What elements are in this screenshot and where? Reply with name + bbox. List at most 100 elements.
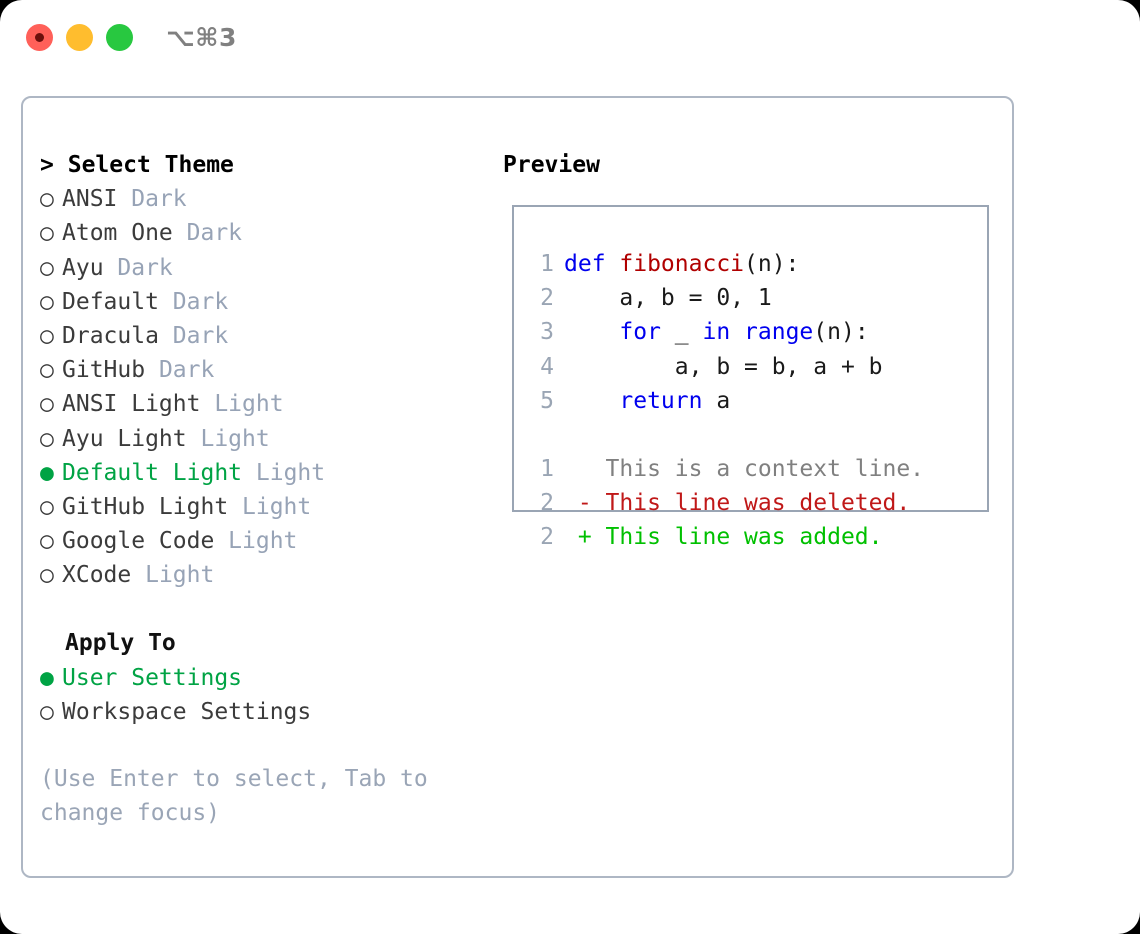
code-line-number: 1 <box>540 251 554 277</box>
theme-list-title: Select Theme <box>67 152 234 178</box>
theme-variant-tag: Light <box>200 425 270 452</box>
minimize-button[interactable] <box>66 24 93 51</box>
code-line: 5 return a <box>528 384 883 418</box>
keyboard-shortcut-label: ⌥⌘3 <box>166 23 237 52</box>
apply-to-option-user-settings[interactable]: ● User Settings <box>40 661 495 695</box>
radio-unselected-icon: ○ <box>40 698 54 725</box>
theme-variant-tag: Dark <box>186 220 243 247</box>
code-token <box>730 319 744 345</box>
close-button[interactable] <box>26 24 53 51</box>
diff-line: 1 This is a context line. <box>528 452 924 486</box>
theme-option-default[interactable]: ○ Default Dark <box>40 285 495 319</box>
theme-picker-panel: > Select Theme ○ANSI Dark○Atom One Dark○… <box>21 96 1014 878</box>
preview-title: Preview <box>503 152 600 178</box>
code-token: (n): <box>813 319 869 346</box>
theme-variant-tag: Dark <box>172 322 229 349</box>
theme-option-label: Ayu <box>62 254 118 281</box>
diff-line-text: - This line was deleted. <box>564 490 911 517</box>
theme-option-ayu[interactable]: ○ Ayu Dark <box>40 251 495 285</box>
radio-unselected-icon: ○ <box>40 186 54 213</box>
code-line-number: 4 <box>540 353 554 380</box>
theme-variant-tag: Light <box>214 391 284 418</box>
code-line: 2 a, b = 0, 1 <box>528 281 883 315</box>
theme-option-xcode[interactable]: ○ XCode Light <box>40 558 495 592</box>
theme-option-label: Dracula <box>62 322 173 349</box>
list-spacer <box>40 592 495 626</box>
theme-variant-tag: Light <box>145 562 215 589</box>
code-token: a <box>702 387 731 414</box>
theme-option-dracula[interactable]: ○ Dracula Dark <box>40 319 495 353</box>
code-line-number: 2 <box>540 285 554 312</box>
radio-unselected-icon: ○ <box>40 357 54 384</box>
theme-option-label: Ayu Light <box>62 425 201 452</box>
theme-option-label: Default Light <box>62 459 256 486</box>
theme-option-label: GitHub <box>62 357 159 384</box>
code-token: fibonacci <box>619 251 745 277</box>
radio-unselected-icon: ○ <box>40 391 54 418</box>
theme-option-github-light[interactable]: ○ GitHub Light Light <box>40 490 495 524</box>
code-token: range <box>744 319 814 346</box>
theme-options-list: ○ANSI Dark○Atom One Dark○Ayu Dark○Defaul… <box>40 182 495 592</box>
code-token: for <box>619 319 661 346</box>
window-titlebar: ⌥⌘3 <box>0 0 1140 76</box>
diff-line: 2 + This line was added. <box>528 520 924 554</box>
theme-option-label: XCode <box>62 562 146 589</box>
code-token <box>564 388 619 414</box>
theme-variant-tag: Light <box>228 528 298 555</box>
theme-option-label: Default <box>62 288 173 315</box>
diff-line-number: 2 <box>540 490 554 517</box>
code-token: a, b = b, a + b <box>564 353 883 380</box>
traffic-light-controls <box>26 24 133 51</box>
radio-unselected-icon: ○ <box>40 288 54 315</box>
code-token: a, b = 0, 1 <box>564 285 772 312</box>
radio-unselected-icon: ○ <box>40 493 54 520</box>
code-token: def <box>564 251 620 277</box>
theme-option-atom-one[interactable]: ○Atom One Dark <box>40 216 495 250</box>
diff-sample: 1 This is a context line. 2 - This line w… <box>528 452 924 555</box>
radio-unselected-icon: ○ <box>40 425 54 452</box>
keyboard-hint-text: (Use Enter to select, Tab to change focu… <box>40 766 428 827</box>
theme-variant-tag: Dark <box>172 288 229 315</box>
apply-to-option-label: User Settings <box>62 664 243 691</box>
panel-body: > Select Theme ○ANSI Dark○Atom One Dark○… <box>23 98 1012 876</box>
radio-unselected-icon: ○ <box>40 528 54 555</box>
theme-option-ayu-light[interactable]: ○ Ayu Light Light <box>40 422 495 456</box>
theme-variant-tag: Dark <box>117 254 173 281</box>
theme-variant-tag: Light <box>255 459 326 486</box>
radio-selected-icon: ● <box>40 664 54 691</box>
maximize-button[interactable] <box>106 24 133 51</box>
theme-variant-tag: Light <box>242 493 312 520</box>
theme-option-label: Google Code <box>62 528 229 555</box>
theme-option-default-light[interactable]: ● Default Light Light <box>40 456 495 490</box>
theme-variant-tag: Dark <box>131 186 187 213</box>
theme-option-label: GitHub Light <box>62 493 243 520</box>
theme-option-ansi-light[interactable]: ○ ANSI Light Light <box>40 387 495 421</box>
theme-option-label: ANSI Light <box>62 391 215 418</box>
theme-option-label: Atom One <box>62 220 187 247</box>
code-token: in <box>702 319 731 346</box>
code-token <box>564 319 619 345</box>
apply-to-option-label: Workspace Settings <box>62 698 312 725</box>
code-token: (n): <box>744 251 800 277</box>
code-token: _ <box>660 319 703 346</box>
diff-line-text: This is a context line. <box>564 456 925 482</box>
theme-option-google-code[interactable]: ○ Google Code Light <box>40 524 495 558</box>
radio-unselected-icon: ○ <box>40 254 54 281</box>
caret-icon: > <box>40 152 54 178</box>
theme-option-ansi[interactable]: ○ANSI Dark <box>40 182 495 216</box>
apply-to-options-list: ● User Settings ○ Workspace Settings <box>40 661 495 729</box>
radio-selected-icon: ● <box>40 459 54 486</box>
theme-option-github[interactable]: ○ GitHub Dark <box>40 353 495 387</box>
radio-unselected-icon: ○ <box>40 322 54 349</box>
code-line: 1 def fibonacci(n): <box>528 247 883 281</box>
theme-variant-tag: Dark <box>158 357 215 384</box>
apply-to-title: Apply To <box>65 630 176 657</box>
radio-unselected-icon: ○ <box>40 562 54 589</box>
code-line: 3 for _ in range(n): <box>528 315 883 349</box>
diff-line-number: 1 <box>540 456 554 482</box>
apply-to-option-workspace-settings[interactable]: ○ Workspace Settings <box>40 695 495 729</box>
